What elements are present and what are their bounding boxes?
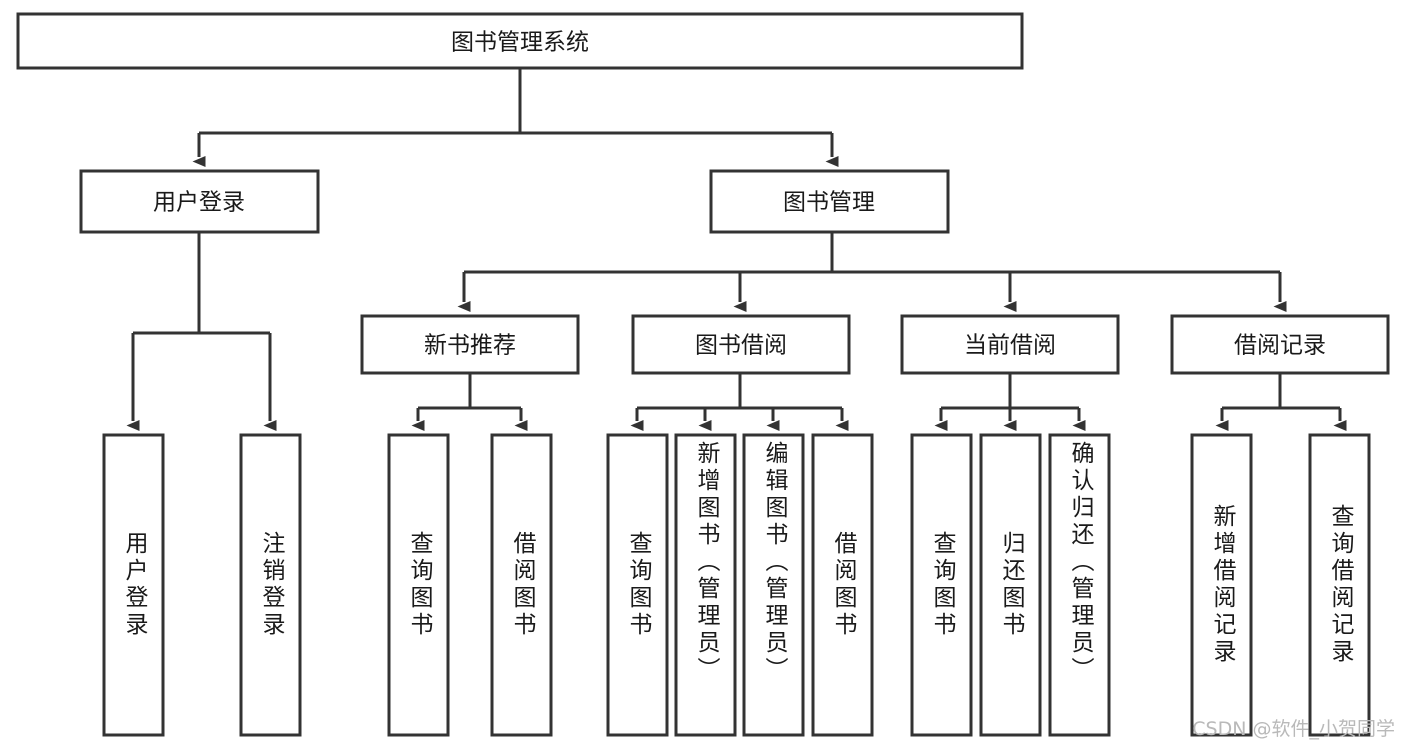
- connector-bookborrow-to-leaves: [630, 373, 849, 431]
- leaf-box-edit-book-admin[interactable]: [742, 433, 805, 737]
- leaf-box-user-login[interactable]: [102, 433, 165, 737]
- connector-userlogin-to-leaves: [126, 232, 277, 431]
- leaf-box-logout-login[interactable]: [239, 433, 302, 737]
- node-new-book-recommend-label: 新书推荐: [424, 333, 516, 359]
- leaf-box-confirm-return[interactable]: [1048, 433, 1111, 737]
- leaf-box-query-book-1[interactable]: [387, 433, 450, 737]
- node-new-book-recommend[interactable]: 新书推荐: [360, 314, 580, 375]
- leaf-box-borrow-book-1[interactable]: [490, 433, 553, 737]
- node-book-management-label: 图书管理: [783, 190, 875, 216]
- leaf-box-query-book-2[interactable]: [606, 433, 669, 737]
- connector-bookmgmt-to-level3: [457, 232, 1287, 312]
- leaf-box-add-record[interactable]: [1190, 433, 1253, 737]
- node-user-login-label: 用户登录: [153, 190, 245, 216]
- leaf-box-query-book-3[interactable]: [910, 433, 973, 737]
- node-user-login[interactable]: 用户登录: [79, 169, 320, 234]
- leaf-boxes: [102, 433, 1371, 737]
- node-book-borrow[interactable]: 图书借阅: [631, 314, 851, 375]
- node-book-borrow-label: 图书借阅: [695, 333, 787, 359]
- node-current-borrow[interactable]: 当前借阅: [900, 314, 1120, 375]
- node-book-management[interactable]: 图书管理: [709, 169, 950, 234]
- csdn-watermark: CSDN @软件_小贺同学: [1192, 718, 1395, 740]
- connector-newbook-to-leaves: [411, 373, 528, 431]
- node-borrow-record[interactable]: 借阅记录: [1170, 314, 1390, 375]
- connector-root-to-level2: [192, 68, 839, 167]
- leaf-box-add-book-admin[interactable]: [674, 433, 737, 737]
- node-borrow-record-label: 借阅记录: [1234, 333, 1326, 359]
- connector-currentborrow-to-leaves: [934, 373, 1086, 431]
- node-root-label: 图书管理系统: [451, 30, 589, 56]
- leaf-box-query-record[interactable]: [1308, 433, 1371, 737]
- connector-borrowrecord-to-leaves: [1215, 373, 1347, 431]
- node-current-borrow-label: 当前借阅: [964, 333, 1056, 359]
- leaf-box-return-book[interactable]: [979, 433, 1042, 737]
- node-root[interactable]: 图书管理系统: [16, 12, 1024, 70]
- leaf-box-borrow-book-2[interactable]: [811, 433, 874, 737]
